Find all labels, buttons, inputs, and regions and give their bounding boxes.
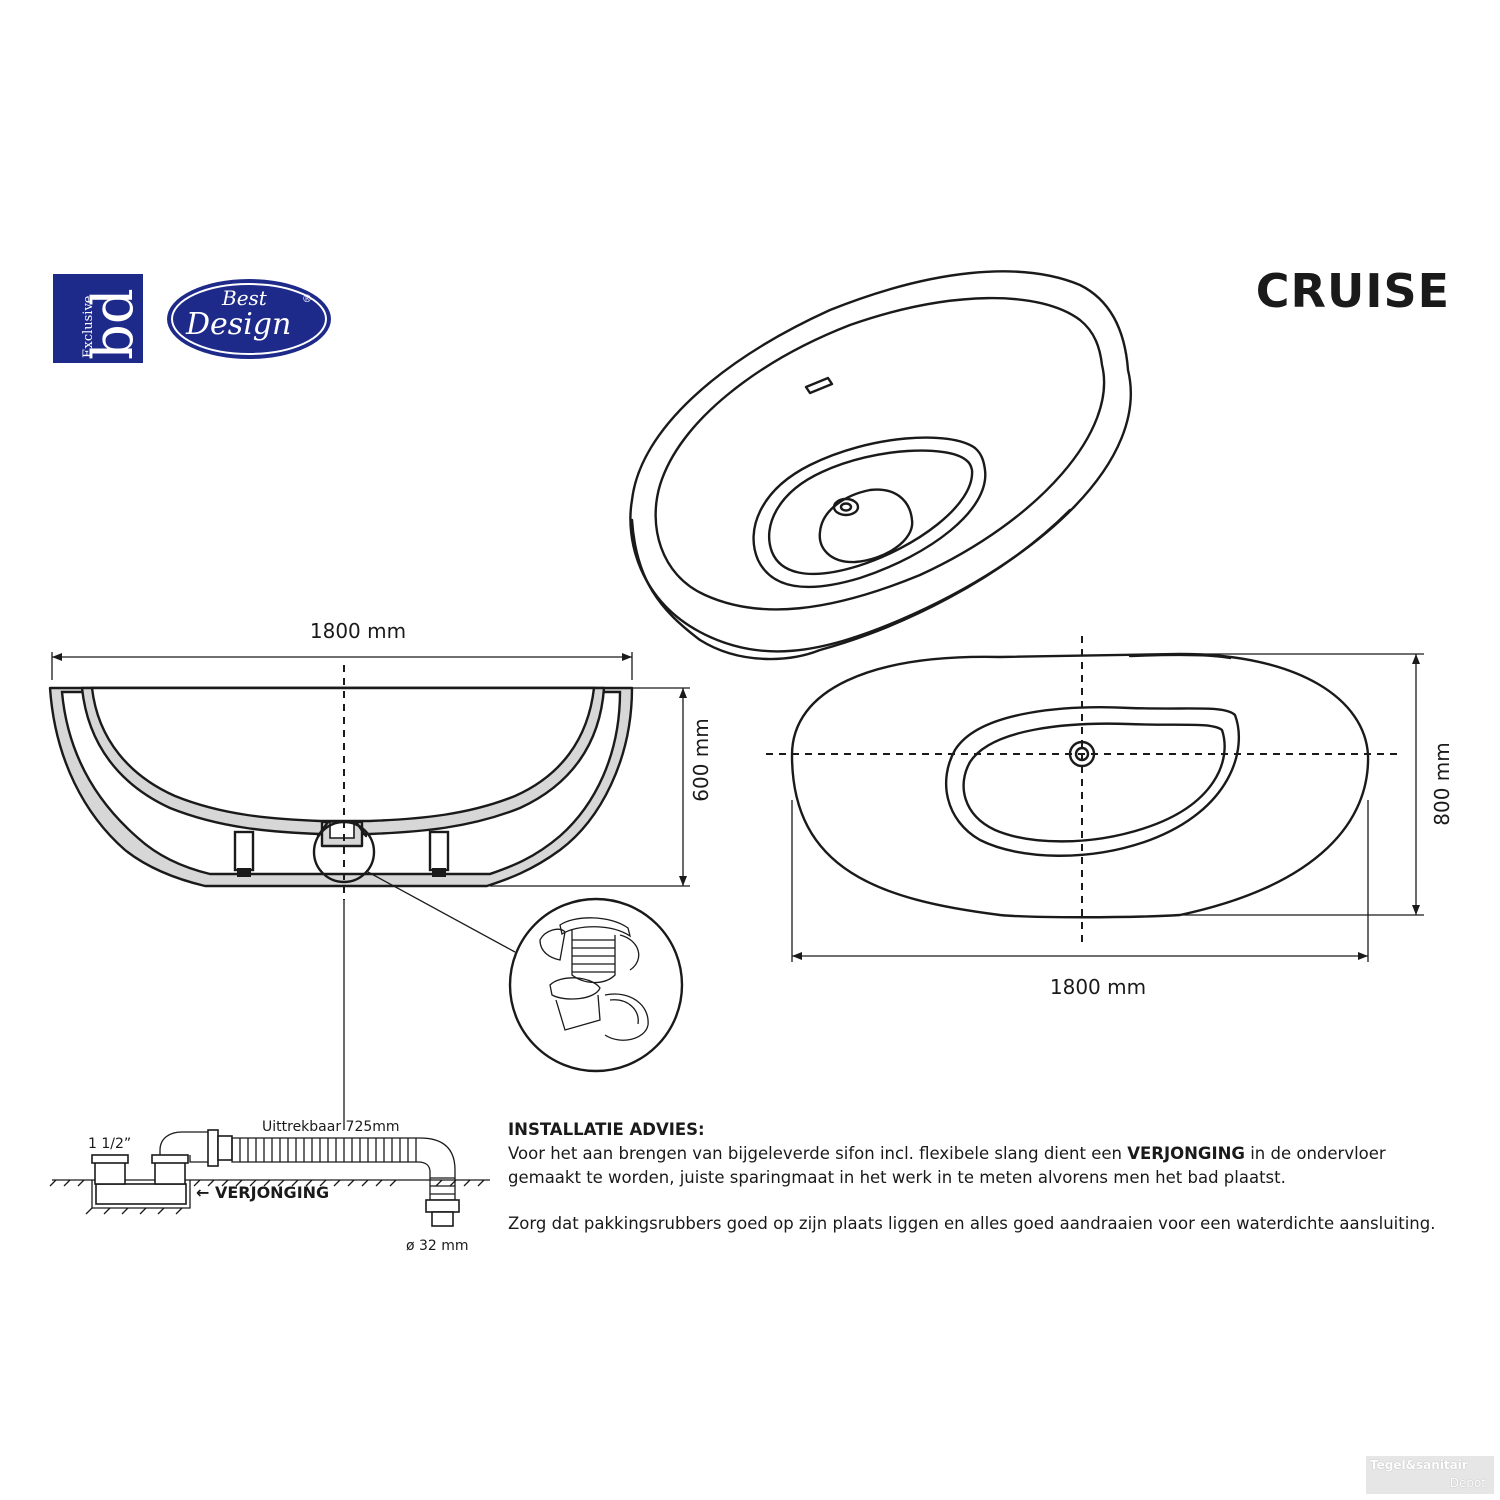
exclusive-bd-logo: Exclusive bd: [53, 274, 146, 363]
logo-exclusive-text: Exclusive: [81, 295, 96, 358]
advice-p1-text: Voor het aan brengen van bijgeleverde si…: [508, 1144, 1128, 1163]
siphon-size-label: 1 1/2”: [88, 1136, 131, 1152]
siphon-diagram: Uittrekbaar 725mm 1 1/2” ← VERJONGING ø …: [49, 900, 490, 1254]
bathtub-top-view: 1800 mm 800 mm: [766, 636, 1454, 999]
advice-p1-bold: VERJONGING: [1127, 1144, 1245, 1163]
installation-advice: INSTALLATIE ADVIES: Voor het aan brengen…: [508, 1118, 1458, 1236]
side-length-label: 1800 mm: [310, 619, 406, 643]
siphon-extendable-label: Uittrekbaar 725mm: [262, 1119, 400, 1135]
product-title: CRUISE: [1255, 264, 1450, 318]
detail-leader-line: [367, 871, 516, 953]
logo-best-text: Best: [221, 286, 268, 310]
footer-line-2: Depot: [1449, 1476, 1486, 1490]
footer-line-1: Tegel&sanitair: [1370, 1458, 1468, 1472]
advice-heading: INSTALLATIE ADVIES:: [508, 1120, 705, 1139]
top-width-label: 800 mm: [1430, 742, 1454, 826]
siphon-reducer-label: ← VERJONGING: [196, 1183, 329, 1202]
siphon-diameter-label: ø 32 mm: [406, 1238, 469, 1254]
logo-bd-text: bd: [81, 288, 146, 360]
footer-watermark: Tegel&sanitair Depot: [1366, 1456, 1494, 1494]
best-design-logo: Best Design ®: [167, 279, 331, 359]
bathtub-perspective-view: [629, 270, 1132, 661]
advice-paragraph-1: Voor het aan brengen van bijgeleverde si…: [508, 1142, 1458, 1190]
drain-detail-view: [508, 897, 684, 1073]
advice-paragraph-2: Zorg dat pakkingsrubbers goed op zijn pl…: [508, 1214, 1436, 1233]
logo-registered-mark: ®: [302, 294, 312, 305]
top-length-label: 1800 mm: [1050, 975, 1146, 999]
bathtub-side-section-view: 1800 mm 600 mm: [48, 619, 713, 900]
logo-design-text: Design: [185, 307, 291, 342]
side-height-label: 600 mm: [689, 718, 713, 802]
advice-p1-text-2: in de ondervloer gemaakt te worden, juis…: [508, 1144, 1386, 1187]
